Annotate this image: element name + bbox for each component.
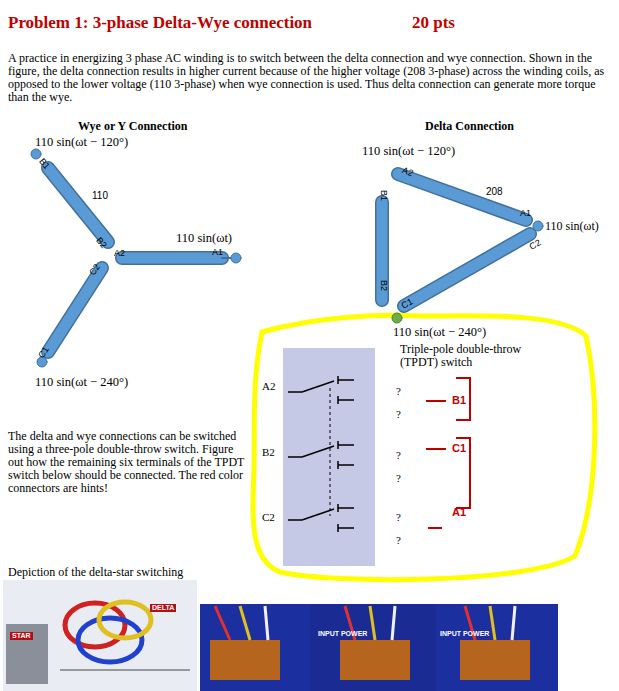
phase-voltage: 110 sin(ωt) [176,232,232,246]
phase-voltage: 110 sin(ωt − 120°) [35,136,128,150]
terminal-unknown: ? [396,472,401,484]
photo-label: INPUT POWER [318,630,367,638]
hint-connectors [426,378,470,528]
tpdt-switch [283,348,375,566]
wye-coils [31,149,241,367]
terminal-unknown: ? [396,408,401,420]
terminal-unknown: ? [396,534,401,546]
problem-title: Problem 1: 3-phase Delta-Wye connection [8,14,312,33]
terminal-label: A2 [114,249,125,259]
voltage-value: 208 [486,186,503,197]
terminal-label: C2 [528,238,543,252]
intro-text: A practice in energizing 3 phase AC wind… [8,52,612,104]
figure-caption: Depiction of the delta-star switching [8,566,183,579]
phase-voltage: 110 sin(ωt) [545,220,599,233]
hint-terminal: A1 [452,506,466,518]
pole-label: B2 [262,446,275,458]
photo-label: STAR [10,632,33,640]
instruction-text: The delta and wye connections can be swi… [8,430,248,495]
delta-coils [382,174,543,323]
switch-name: Triple-pole double-throw (TPDT) switch [400,343,548,369]
phase-voltage: 110 sin(ωt − 240°) [35,376,128,390]
section-heading: Wye or Y Connection [78,120,187,133]
terminal-unknown: ? [396,385,401,397]
photo-label: DELTA [150,604,176,612]
terminal-label: B2 [378,280,388,291]
terminal-unknown: ? [396,511,401,523]
photo-label: INPUT POWER [440,630,489,638]
section-heading: Delta Connection [425,120,514,133]
terminal-label: B1 [378,190,388,201]
hint-terminal: C1 [452,442,466,454]
phase-voltage: 110 sin(ωt − 240°) [393,326,486,340]
highlight-outline [253,315,595,579]
pole-label: C2 [262,511,275,523]
phase-voltage: 110 sin(ωt − 120°) [362,145,455,159]
hint-terminal: B1 [452,394,466,406]
pole-label: A2 [262,380,275,392]
terminal-unknown: ? [396,449,401,461]
points: 20 pts [412,14,455,33]
voltage-value: 110 [92,190,108,201]
photo-strip [3,580,558,691]
terminal-label: A1 [520,209,531,219]
terminal-label: A1 [212,248,223,258]
